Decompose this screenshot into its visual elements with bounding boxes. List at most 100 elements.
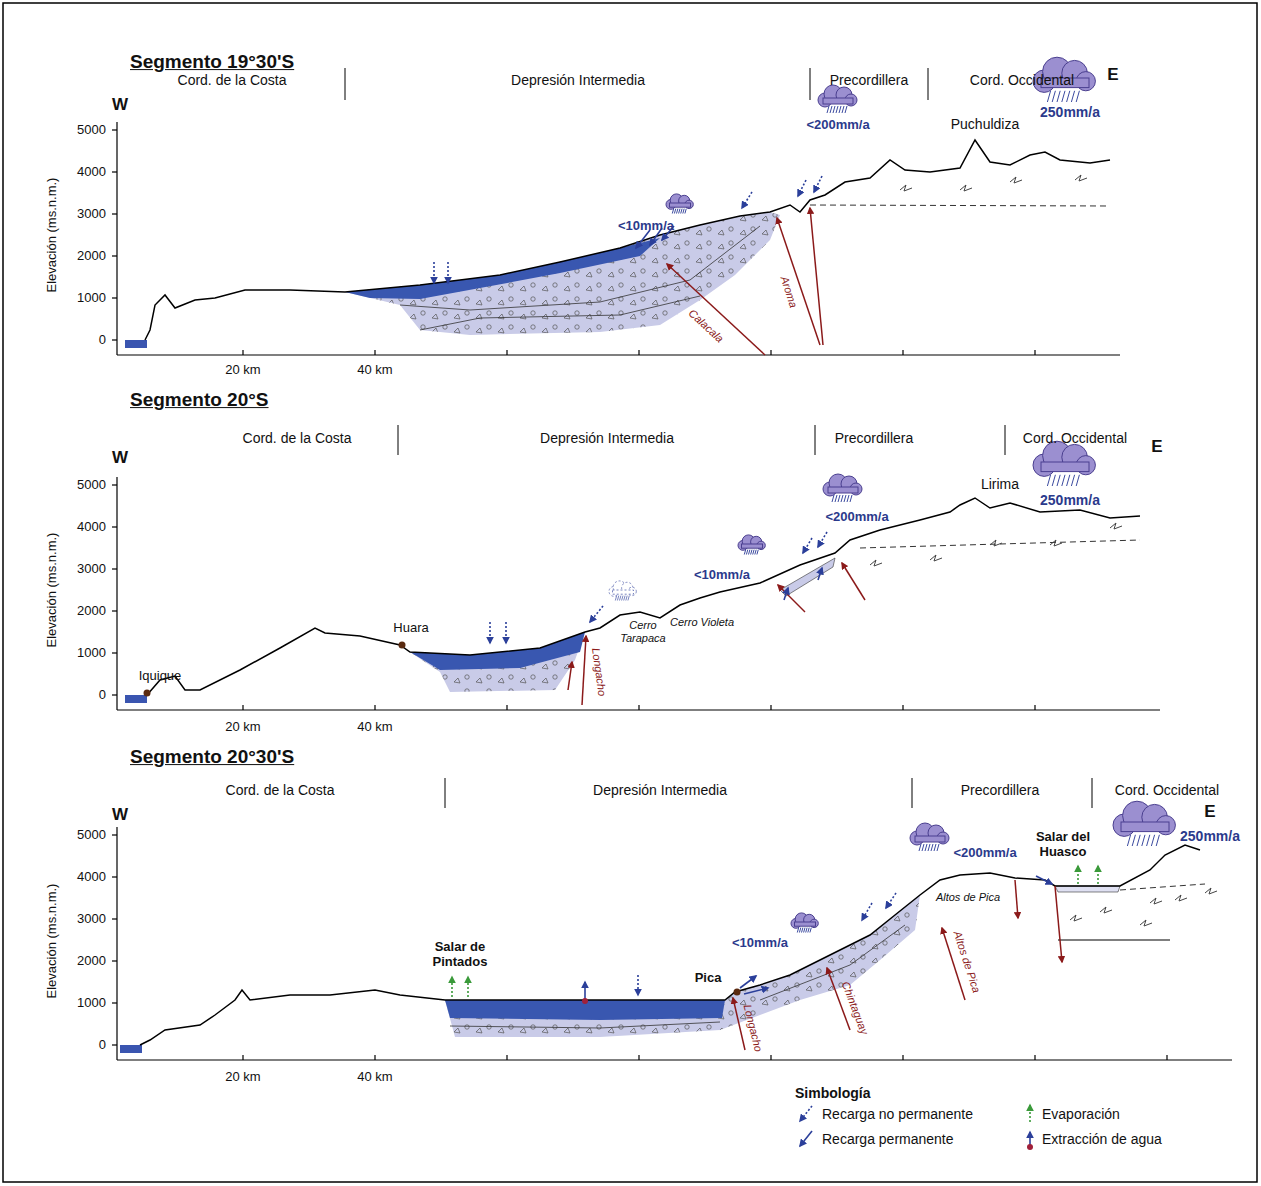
tick-label: 5000 bbox=[77, 478, 106, 493]
tick-label: 20 km bbox=[225, 1070, 260, 1085]
non-permanent-arrow bbox=[590, 606, 603, 622]
region-name: Depresión Intermedia bbox=[593, 782, 727, 798]
rain-value: 250mm/a bbox=[1040, 492, 1100, 508]
tick-label: 4000 bbox=[77, 165, 106, 180]
non-permanent-arrow bbox=[798, 180, 806, 196]
rain-value: <10mm/a bbox=[732, 936, 788, 951]
segment-title: Segmento 19°30'S bbox=[130, 51, 294, 73]
rock-mark bbox=[1070, 915, 1082, 921]
permanent-arrow bbox=[584, 982, 586, 1000]
non-permanent-arrow bbox=[803, 538, 812, 553]
region-name: Depresión Intermedia bbox=[540, 430, 674, 446]
tick-label: 2000 bbox=[77, 249, 106, 264]
town-dot bbox=[399, 642, 406, 649]
region-name: Cord. Occidental bbox=[1115, 782, 1219, 798]
tick-label: 0 bbox=[99, 1038, 106, 1053]
tick-label: 2000 bbox=[77, 954, 106, 969]
legend-text: Recarga permanente bbox=[822, 1131, 954, 1147]
rain-value: <200mm/a bbox=[825, 510, 888, 525]
non-permanent-arrow bbox=[433, 262, 435, 283]
rain-cloud bbox=[823, 474, 862, 502]
place-name: Puchuldiza bbox=[951, 116, 1020, 132]
permanent-arrow bbox=[784, 588, 788, 600]
non-permanent-arrow bbox=[742, 192, 752, 208]
rock-mark bbox=[1150, 898, 1162, 904]
rain-cloud bbox=[818, 85, 857, 113]
rock-mark bbox=[1075, 175, 1087, 181]
region-name: Precordillera bbox=[830, 72, 909, 88]
non-permanent-arrow bbox=[505, 622, 507, 643]
region-name: Cord. de la Costa bbox=[226, 782, 335, 798]
rock-mark bbox=[1140, 920, 1152, 926]
axis-title: Elevación (ms.n.m.) bbox=[45, 178, 60, 293]
rain-cloud bbox=[791, 913, 818, 933]
tick-label: 40 km bbox=[357, 720, 392, 735]
rain-value: 250mm/a bbox=[1180, 828, 1240, 844]
rock-mark bbox=[900, 185, 912, 191]
tick-label: 3000 bbox=[77, 207, 106, 222]
tick-label: 40 km bbox=[357, 1070, 392, 1085]
tick-label: 0 bbox=[99, 333, 106, 348]
town-dot bbox=[144, 690, 151, 697]
segment-title: Segmento 20°S bbox=[130, 389, 269, 411]
rain-cloud bbox=[910, 823, 949, 851]
tick-label: 3000 bbox=[77, 912, 106, 927]
rain-value: <200mm/a bbox=[953, 846, 1016, 861]
rock-mark bbox=[1110, 523, 1122, 529]
rock-mark bbox=[1100, 907, 1112, 913]
rock-mark bbox=[1205, 888, 1217, 894]
permanent-arrow bbox=[744, 988, 768, 994]
rock-mark bbox=[960, 185, 972, 191]
non-permanent-arrow bbox=[886, 893, 896, 908]
fault-name: Longacho bbox=[741, 1003, 765, 1053]
direction-label: E bbox=[1107, 65, 1118, 85]
tick-label: 1000 bbox=[77, 996, 106, 1011]
rock-mark bbox=[930, 555, 942, 561]
well-dot bbox=[1027, 1144, 1033, 1150]
permanent-arrow bbox=[1036, 876, 1052, 884]
direction-label: E bbox=[1204, 802, 1215, 822]
fault-name: Calacala bbox=[686, 307, 726, 345]
non-permanent-arrow bbox=[489, 622, 491, 643]
tick-label: 1000 bbox=[77, 646, 106, 661]
rain-cloud bbox=[738, 535, 765, 555]
place-name: Cerro Tarapaca bbox=[614, 619, 672, 644]
place-name: Cerro Violeta bbox=[670, 616, 734, 629]
non-permanent-arrow bbox=[862, 903, 872, 920]
tick-label: 4000 bbox=[77, 870, 106, 885]
place-name: Pica bbox=[695, 971, 722, 986]
rock-mark bbox=[870, 560, 882, 566]
fault-name: Longacho bbox=[589, 647, 608, 697]
fault-name: Chintaguay bbox=[839, 980, 871, 1036]
tick-label: 3000 bbox=[77, 562, 106, 577]
direction-label: W bbox=[112, 805, 128, 825]
tick-label: 5000 bbox=[77, 123, 106, 138]
tick-label: 20 km bbox=[225, 363, 260, 378]
rain-cloud bbox=[666, 194, 693, 214]
tick-label: 2000 bbox=[77, 604, 106, 619]
place-name: Salar del Huasco bbox=[1027, 830, 1099, 860]
rain-cloud bbox=[1033, 441, 1095, 486]
town-dot bbox=[734, 989, 741, 996]
non-permanent-arrow bbox=[818, 532, 827, 547]
well-dot bbox=[582, 998, 588, 1004]
permanent-arrow bbox=[800, 1131, 812, 1146]
tick-label: 0 bbox=[99, 688, 106, 703]
direction-label: W bbox=[112, 448, 128, 468]
legend-text: Recarga no permanente bbox=[822, 1106, 973, 1122]
non-permanent-arrow bbox=[1097, 866, 1099, 884]
permanent-arrow bbox=[636, 230, 650, 248]
rain-cloud bbox=[609, 581, 636, 601]
region-name: Precordillera bbox=[961, 782, 1040, 798]
region-name: Depresión Intermedia bbox=[511, 72, 645, 88]
permanent-arrow bbox=[818, 568, 822, 580]
rain-cloud bbox=[1113, 801, 1175, 846]
place-name: Salar de Pintados bbox=[414, 940, 506, 970]
rain-value: <10mm/a bbox=[694, 568, 750, 583]
fault-name: Altos de Pica bbox=[951, 930, 983, 995]
fault-name: Aroma bbox=[778, 275, 800, 310]
rain-value: <10mm/a bbox=[618, 219, 674, 234]
non-permanent-arrow bbox=[451, 977, 453, 997]
place-name: Altos de Pica bbox=[936, 891, 1000, 904]
